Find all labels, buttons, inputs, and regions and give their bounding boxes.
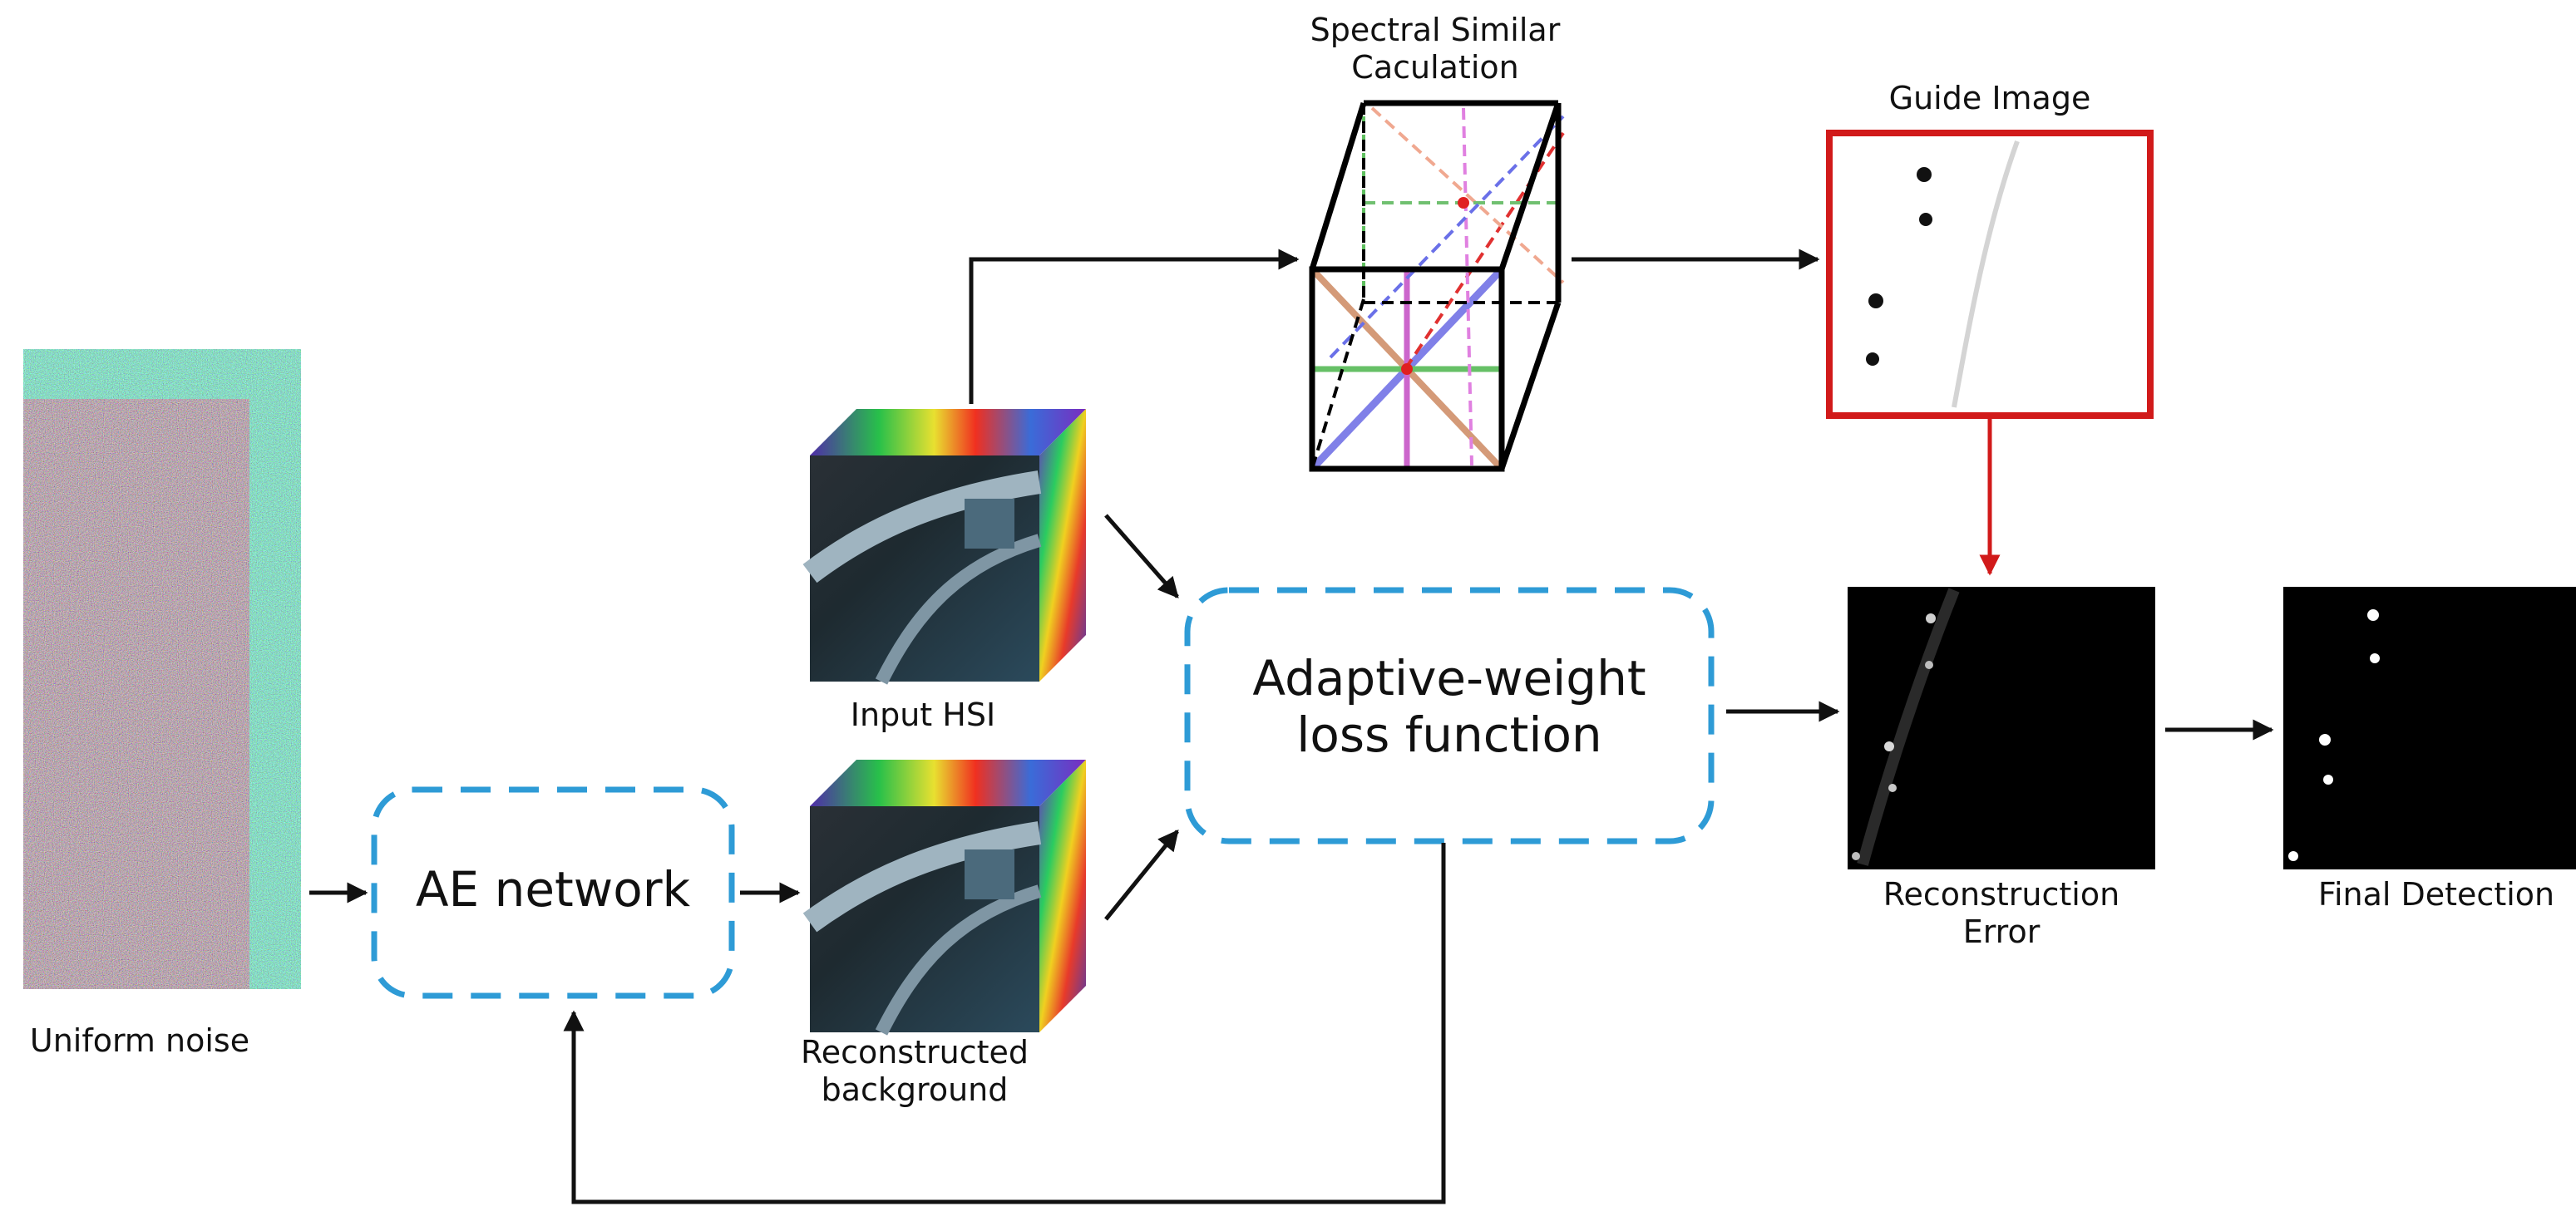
ae-network-box	[371, 786, 735, 999]
final-detection-label: Final Detection	[2317, 876, 2555, 913]
reconstruction-error-label: Reconstruction Error	[1839, 876, 2164, 951]
final-detection-map	[2283, 587, 2576, 869]
reconstructed-bg-line1: Reconstructed	[801, 1034, 1029, 1071]
reconstruction-error-line2: Error	[1962, 913, 2041, 950]
spectral-similar-line2: Caculation	[1351, 48, 1519, 86]
uniform-noise-cube	[23, 349, 301, 989]
arrow-recon-to-loss	[1104, 830, 1179, 921]
guide-image-label: Guide Image	[1888, 80, 2091, 116]
reconstructed-bg-line2: background	[821, 1071, 1009, 1108]
uniform-noise-label: Uniform noise	[29, 1022, 250, 1059]
reconstructed-background-label: Reconstructed background	[773, 1034, 1056, 1109]
adaptive-weight-label: Adaptive-weight loss function	[1187, 650, 1711, 764]
reconstructed-background-cube	[802, 760, 1086, 1036]
arrow-input-to-spectral	[969, 249, 1300, 404]
spectral-similar-label: Spectral Similar Caculation	[1294, 12, 1577, 86]
guide-image	[1826, 130, 2154, 419]
input-hsi-cube	[802, 409, 1086, 685]
adaptive-weight-line1: Adaptive-weight	[1252, 650, 1646, 707]
spectral-similar-cube	[1309, 100, 1565, 472]
reconstruction-error-map	[1848, 587, 2155, 869]
spectral-similar-line1: Spectral Similar	[1310, 12, 1561, 48]
arrow-input-to-loss	[1104, 514, 1179, 598]
reconstruction-error-line1: Reconstruction	[1883, 876, 2120, 913]
arrows	[309, 249, 2274, 1204]
adaptive-weight-box	[1184, 587, 1715, 844]
adaptive-weight-line2: loss function	[1296, 707, 1602, 764]
ae-network-label: AE network	[415, 861, 691, 918]
arrow-feedback-loop	[563, 843, 1446, 1204]
input-hsi-label: Input HSI	[850, 697, 996, 733]
